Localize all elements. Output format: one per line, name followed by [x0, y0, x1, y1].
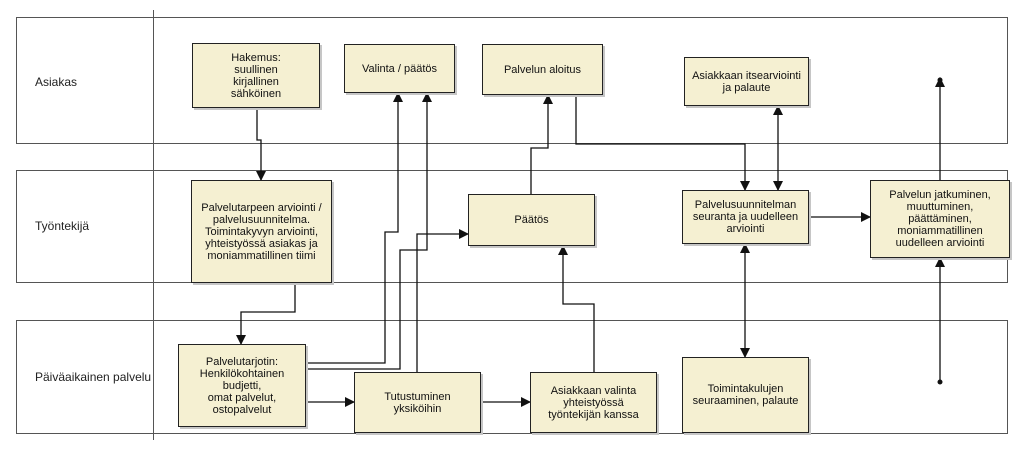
box-plan-followup: Palvelusuunnitelman seuranta ja uudellee… [682, 190, 809, 244]
box-customer-choice: Asiakkaan valinta yhteistyössä työntekij… [530, 372, 657, 433]
box-service-tray: Palvelutarjotin: Henkilökohtainen budjet… [178, 344, 306, 427]
lane-divider [153, 10, 154, 440]
box-decision: Päätös [468, 194, 595, 246]
box-application: Hakemus: suullinen kirjallinen sähköinen [192, 43, 320, 108]
box-activity-monitoring: Toimintakulujen seuraaminen, palaute [682, 357, 809, 433]
box-selection-decision: Valinta / päätös [344, 44, 455, 93]
lane-label-daycare: Päiväaikainen palvelu [35, 370, 152, 384]
box-service-start: Palvelun aloitus [482, 44, 603, 95]
box-continuation: Palvelun jatkuminen, muuttuminen, päättä… [870, 180, 1010, 258]
lane-label-customer: Asiakas [35, 75, 78, 89]
box-needs-assessment: Palvelutarpeen arviointi / palvelusuunni… [191, 180, 332, 283]
box-familiarization: Tutustuminen yksiköihin [354, 372, 481, 433]
box-self-assessment: Asiakkaan itsearviointi ja palaute [684, 57, 809, 106]
lane-daycare [16, 320, 1008, 434]
lane-label-worker: Työntekijä [35, 219, 90, 233]
